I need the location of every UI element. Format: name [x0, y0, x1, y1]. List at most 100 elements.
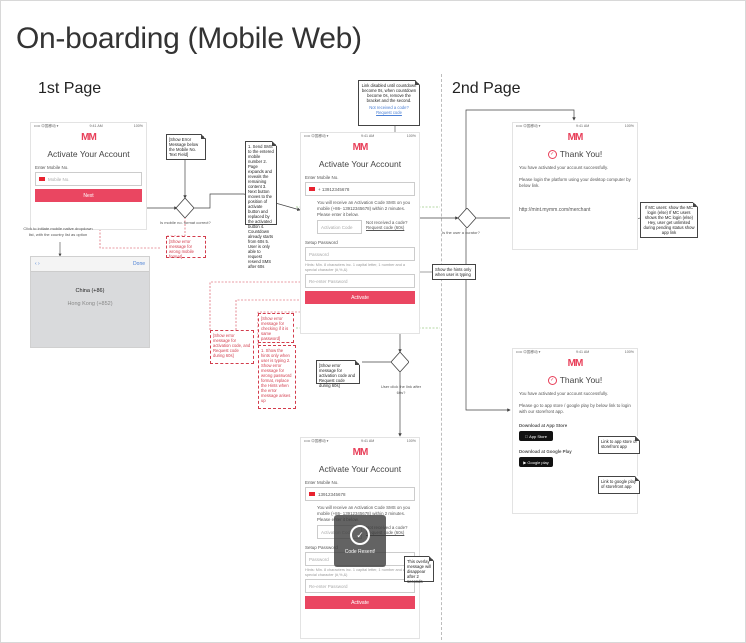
phone-activate-resent: ••••• 中国移动 ▾ 9:41 AM 100% MM Activate Yo…: [300, 437, 420, 639]
note-not-received: Not received a code?: [369, 105, 409, 110]
next-button[interactable]: Next: [35, 189, 142, 202]
note-error-not-same: [Show error message for checking if it i…: [258, 313, 294, 343]
mobile-value: + 13912345678: [318, 186, 350, 192]
not-received-text: Not received a code?: [366, 525, 408, 530]
note-sms-steps: 1. Send SMS to the entered mobile number…: [245, 141, 277, 269]
re-enter-password-input[interactable]: Re-enter Password: [305, 579, 415, 593]
page-title: On-boarding (Mobile Web): [16, 22, 362, 55]
brand-logo: MM: [81, 132, 97, 143]
status-battery: 100%: [624, 350, 634, 354]
status-time: 9:41 AM: [361, 439, 375, 443]
china-flag-icon[interactable]: [309, 187, 315, 191]
mobile-label: Enter Mobile No.: [35, 165, 69, 170]
note-show-error-below: [Show Error Message below the Mobile No.…: [166, 134, 206, 160]
mobile-label: Enter Mobile No.: [305, 175, 339, 180]
picker-done-button[interactable]: Done: [133, 261, 145, 267]
page-divider: [441, 74, 442, 640]
status-bar: ••••• 中国移动 ▾ 9:41 AM 100%: [301, 133, 419, 141]
status-time: 9:41 AM: [89, 124, 103, 128]
sms-message: You will receive an Activation Code SMS …: [317, 200, 411, 217]
status-carrier: ••••• 中国移动 ▾: [516, 350, 541, 354]
status-bar: ••••• 中国移动 ▾ 9:41 AM 100%: [301, 438, 419, 446]
china-flag-icon[interactable]: [309, 492, 315, 496]
password-hint: Hints: Min. 8 characters inc. 1 capital …: [305, 568, 406, 577]
status-carrier: ••••• 中国移动 ▾: [34, 124, 59, 128]
check-circle-icon: ✓: [547, 376, 557, 386]
activate-heading: Activate Your Account: [47, 149, 130, 159]
password-hint: Hints: Min. 8 characters inc. 1 capital …: [305, 263, 406, 272]
note-error-activation: [Show error message for activation code,…: [210, 330, 254, 364]
status-carrier: ••••• 中国移动 ▾: [516, 124, 541, 128]
apple-icon: : [525, 433, 528, 439]
status-bar: ••••• 中国移动 ▾ 9:41 AM 100%: [513, 123, 637, 131]
picker-option-selected[interactable]: China (+86): [75, 288, 105, 294]
mobile-placeholder: Mobile No.: [48, 176, 70, 182]
note-error-request: [Show error message for activation code …: [316, 360, 360, 388]
activated-message: You have activated your account successf…: [519, 391, 609, 397]
mobile-input[interactable]: Mobile No.: [35, 172, 142, 186]
google-play-badge-text: Google play: [527, 459, 549, 465]
mobile-label: Enter Mobile No.: [305, 480, 339, 485]
section-second-page: 2nd Page: [452, 80, 521, 97]
re-enter-password-input[interactable]: Re-enter Password: [305, 274, 415, 288]
status-battery: 100%: [406, 439, 416, 443]
thank-you-heading: ✓Thank You!: [513, 375, 637, 386]
decision-is-curator: [458, 208, 476, 228]
picker-option-other[interactable]: Hong Kong (+852): [67, 301, 113, 307]
status-battery: 100%: [624, 124, 634, 128]
mobile-input[interactable]: + 13912345678: [305, 182, 415, 196]
check-circle-icon: ✓: [547, 150, 557, 160]
status-carrier: ••••• 中国移动 ▾: [304, 439, 329, 443]
decision-is-curator-label: Is the user a curator?: [442, 230, 480, 235]
play-icon: ▶: [523, 459, 528, 465]
activate-heading: Activate Your Account: [318, 464, 402, 474]
status-carrier: ••••• 中国移动 ▾: [304, 134, 329, 138]
status-time: 9:41 AM: [576, 124, 590, 128]
brand-logo: MM: [567, 358, 584, 369]
china-flag-icon[interactable]: [39, 177, 45, 181]
brand-logo: MM: [352, 142, 369, 153]
status-battery: 100%: [406, 134, 416, 138]
activation-code-input[interactable]: Activation Code: [317, 220, 362, 234]
activated-message: You have activated your account successf…: [519, 165, 609, 171]
picker-toolbar: ‹ › Done: [31, 257, 149, 272]
password-input[interactable]: Password: [305, 247, 415, 261]
picker-prev-icon[interactable]: ‹ ›: [35, 261, 40, 267]
download-app-store-label: Download at App Store: [519, 423, 568, 429]
not-received-text: Not received a code?: [366, 220, 408, 225]
google-play-badge[interactable]: ▶ Google play: [519, 457, 553, 468]
thank-you-heading: ✓Thank You!: [513, 149, 637, 160]
note-error-wrong-mobile: [Show error message for wrong mobile for…: [166, 236, 206, 259]
setup-password-label: Setup Password: [305, 240, 338, 245]
note-hints-notes: 1. Show the hints only when user is typi…: [258, 345, 296, 409]
phone-activate-initial: ••••• 中国移动 ▾ 9:41 AM 100% MM Activate Yo…: [30, 122, 147, 230]
mobile-input[interactable]: 13912345678: [305, 487, 415, 501]
activate-button[interactable]: Activate: [305, 596, 415, 609]
thank-you-text: Thank You!: [559, 375, 603, 385]
country-picker[interactable]: ‹ › Done China (+86) Hong Kong (+852): [30, 256, 150, 348]
activate-button[interactable]: Activate: [305, 291, 415, 304]
brand-logo: MM: [567, 132, 584, 143]
phone-thank-you-app: ••••• 中国移动 ▾ 9:41 AM 100% MM ✓Thank You!…: [512, 348, 638, 514]
login-desktop-message: Please login the platform using your des…: [519, 177, 631, 189]
brand-logo: MM: [352, 447, 369, 458]
app-store-badge-text: App Store: [527, 433, 547, 439]
status-bar: ••••• 中国移动 ▾ 9:41 AM 100%: [31, 123, 146, 131]
thank-you-text: Thank You!: [559, 149, 603, 159]
note-request-code-link: Request code: [376, 110, 402, 115]
note-link-app-store: Link to app store of storefront app: [598, 436, 640, 454]
note-overlay-disappear: This overlay message will disappear afte…: [404, 556, 434, 584]
phone-activate-expanded: ••••• 中国移动 ▾ 9:41 AM 100% MM Activate Yo…: [300, 132, 420, 334]
mobile-value: 13912345678: [318, 491, 346, 497]
note-if-mc-users: If MC users: show the MC login (else) If…: [640, 202, 698, 238]
decision-mobile-format-label: Is mobile no. format correct?: [160, 220, 211, 225]
status-time: 9:41 AM: [361, 134, 375, 138]
merchant-url-link[interactable]: http://mint.mymm.com/merchant: [519, 207, 591, 214]
app-store-badge[interactable]:  App Store: [519, 431, 553, 442]
decision-mobile-format: [176, 198, 194, 218]
decision-user-click-link: [391, 352, 409, 372]
request-code-link[interactable]: Request code (60s): [366, 225, 405, 230]
checkmark-icon: ✓: [350, 525, 370, 545]
code-resent-text: Code Resent!: [344, 549, 376, 555]
note-link-disabled: Link disabled until countdown become 0s,…: [358, 80, 420, 126]
